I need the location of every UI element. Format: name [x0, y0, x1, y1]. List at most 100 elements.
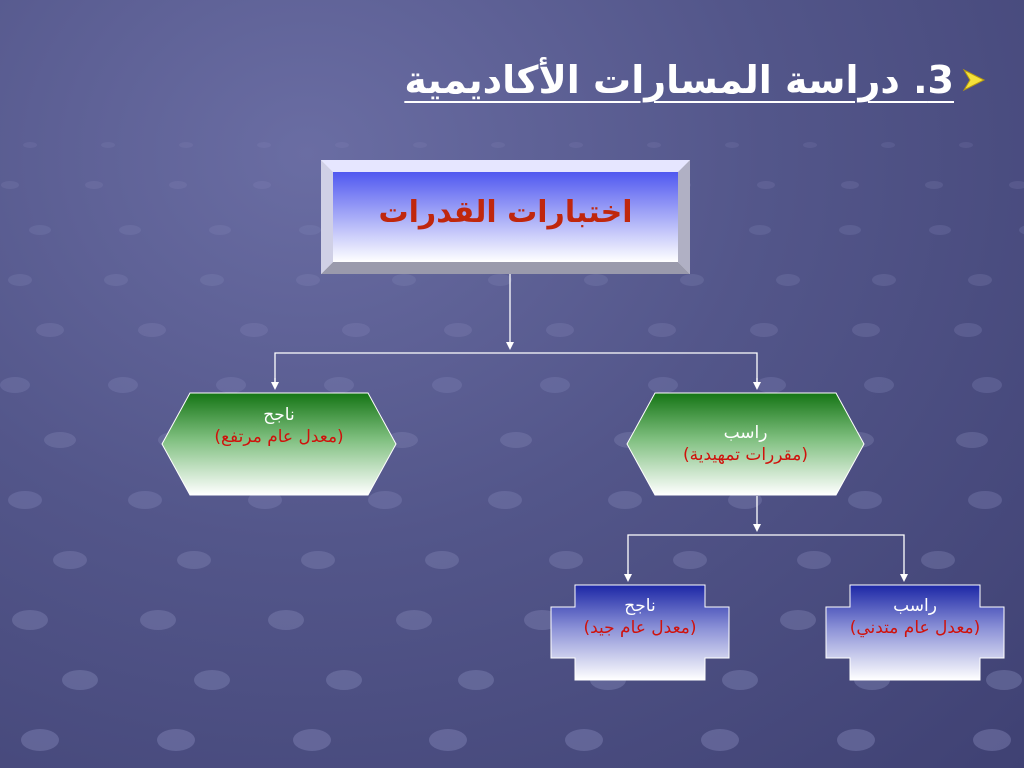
- background-dot: [101, 142, 115, 148]
- background-dot: [21, 729, 59, 751]
- background-dot: [301, 551, 335, 569]
- level1-pass-node: [161, 392, 397, 496]
- background-dot: [392, 274, 416, 286]
- background-dot: [954, 323, 982, 337]
- background-dot: [968, 274, 992, 286]
- background-dot: [680, 274, 704, 286]
- background-dot: [432, 377, 462, 393]
- background-dot: [1, 181, 19, 189]
- root-node: [321, 160, 690, 274]
- background-dot: [546, 323, 574, 337]
- background-dot: [968, 491, 1002, 509]
- background-dot: [500, 432, 532, 448]
- background-dot: [584, 274, 608, 286]
- background-dot: [23, 142, 37, 148]
- background-dot: [1009, 181, 1024, 189]
- title-text: 3. دراسة المسارات الأكاديمية: [404, 58, 954, 102]
- background-dot: [253, 181, 271, 189]
- background-dot: [749, 225, 771, 235]
- background-dot: [872, 274, 896, 286]
- background-dot: [29, 225, 51, 235]
- background-dot: [108, 377, 138, 393]
- background-dot: [444, 323, 472, 337]
- background-dot: [852, 323, 880, 337]
- connector-level1-bar: [274, 352, 758, 386]
- connector-level2-bar: [627, 534, 905, 578]
- background-dot: [342, 323, 370, 337]
- background-dot: [179, 142, 193, 148]
- background-dot: [701, 729, 739, 751]
- background-dot: [756, 377, 786, 393]
- background-dot: [53, 551, 87, 569]
- background-dot: [921, 551, 955, 569]
- background-dot: [138, 323, 166, 337]
- level1-fail-node: [626, 392, 865, 496]
- background-dot: [925, 181, 943, 189]
- background-dot: [293, 729, 331, 751]
- background-dot: [959, 142, 973, 148]
- background-dot: [200, 274, 224, 286]
- background-dot: [848, 491, 882, 509]
- level2-pass-detail: (معدل عام جيد): [583, 618, 697, 638]
- background-dot: [569, 142, 583, 148]
- root-label: اختبارات القدرات: [378, 195, 633, 230]
- background-dot: [119, 225, 141, 235]
- background-dot: [929, 225, 951, 235]
- background-dot: [425, 551, 459, 569]
- background-dot: [194, 670, 230, 690]
- background-dot: [177, 551, 211, 569]
- background-dot: [648, 377, 678, 393]
- background-dot: [776, 274, 800, 286]
- level2-fail-text: راسب (معدل عام متدني): [826, 595, 1004, 639]
- background-dot: [540, 377, 570, 393]
- level2-fail-node: [825, 584, 1005, 681]
- background-dot: [368, 491, 402, 509]
- background-dot: [299, 225, 321, 235]
- background-dot: [157, 729, 195, 751]
- level1-fail-detail: (مقررات تمهيدية): [683, 445, 808, 465]
- level1-pass-detail: (معدل عام مرتفع): [214, 427, 344, 447]
- background-dot: [488, 274, 512, 286]
- background-dot: [458, 670, 494, 690]
- background-dot: [8, 491, 42, 509]
- background-dot: [565, 729, 603, 751]
- background-dot: [491, 142, 505, 148]
- background-dot: [140, 610, 176, 630]
- background-dot: [413, 142, 427, 148]
- level1-fail-text: راسب (مقررات تمهيدية): [655, 422, 836, 466]
- background-dot: [780, 610, 816, 630]
- background-dot: [296, 274, 320, 286]
- background-dot: [972, 377, 1002, 393]
- background-dot: [757, 181, 775, 189]
- background-dot: [209, 225, 231, 235]
- background-dot: [62, 670, 98, 690]
- background-dot: [0, 377, 30, 393]
- slide-title: 3. دراسة المسارات الأكاديمية: [404, 58, 988, 102]
- background-dot: [803, 142, 817, 148]
- background-dot: [608, 491, 642, 509]
- level2-pass-text: ناجح (معدل عام جيد): [551, 595, 729, 639]
- level2-fail-detail: (معدل عام متدني): [849, 618, 981, 638]
- background-dot: [956, 432, 988, 448]
- background-dot: [85, 181, 103, 189]
- background-dot: [839, 225, 861, 235]
- background-dot: [722, 670, 758, 690]
- background-dot: [648, 323, 676, 337]
- background-dot: [725, 142, 739, 148]
- background-dot: [549, 551, 583, 569]
- level2-fail-status: راسب: [893, 596, 937, 616]
- background-dot: [841, 181, 859, 189]
- background-dot: [240, 323, 268, 337]
- background-dot: [326, 670, 362, 690]
- background-dot: [973, 729, 1011, 751]
- level2-pass-node: [550, 584, 730, 681]
- level2-pass-status: ناجح: [624, 596, 656, 616]
- background-dot: [268, 610, 304, 630]
- background-dot: [986, 670, 1022, 690]
- background-dot: [647, 142, 661, 148]
- background-dot: [324, 377, 354, 393]
- background-dot: [750, 323, 778, 337]
- background-dot: [335, 142, 349, 148]
- background-dot: [216, 377, 246, 393]
